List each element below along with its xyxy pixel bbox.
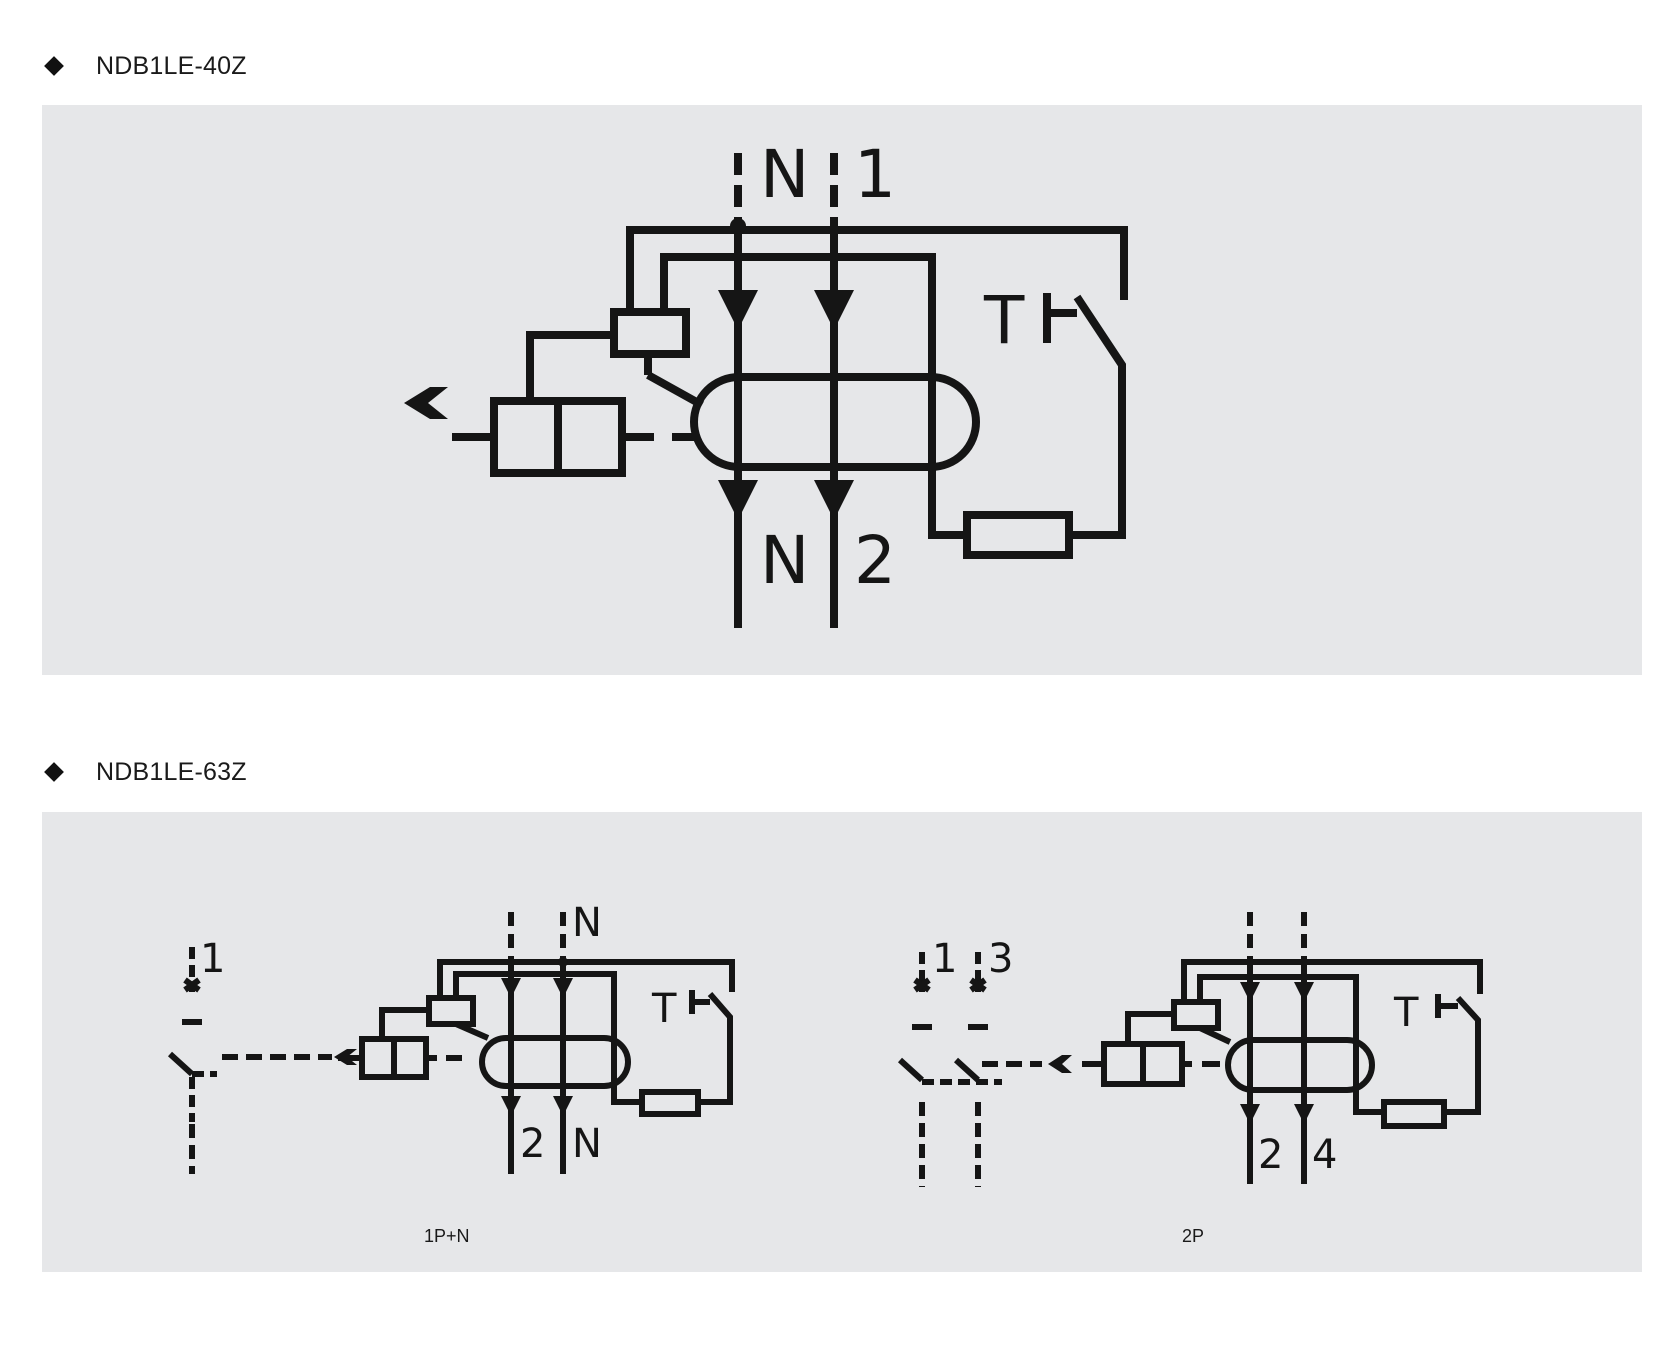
outer-frame bbox=[626, 226, 1128, 312]
label-bottom-2: 2 bbox=[854, 522, 896, 599]
test-circuit bbox=[1069, 294, 1126, 539]
label-breaker-1: 1 bbox=[932, 936, 957, 982]
diagram-1p-n: 1 N 2 N T bbox=[167, 900, 735, 1174]
label-bottom-4: 4 bbox=[1312, 1132, 1337, 1178]
label-test: T bbox=[1393, 990, 1419, 1036]
wiring-diagram-40z: N 1 N 2 T bbox=[404, 136, 1128, 628]
transformer-icon bbox=[690, 373, 980, 471]
trip-arrow-icon bbox=[404, 387, 448, 419]
diagram-panel-40z: N 1 N 2 T bbox=[42, 105, 1642, 675]
bullet-diamond-icon bbox=[44, 56, 64, 76]
wiring-diagrams-63z: 1 N 2 N T bbox=[167, 900, 1483, 1187]
label-test: T bbox=[983, 282, 1025, 359]
section-title-40z: NDB1LE-40Z bbox=[96, 52, 247, 80]
section-heading-40z bbox=[40, 46, 64, 86]
caption-1p-n: 1P+N bbox=[424, 1226, 470, 1246]
trip-relay-box bbox=[610, 308, 690, 358]
relay-lead bbox=[526, 331, 614, 401]
label-top-n: N bbox=[760, 136, 809, 213]
section-heading-63z bbox=[40, 752, 64, 792]
label-test: T bbox=[651, 986, 677, 1032]
flow-arrows bbox=[404, 218, 854, 520]
bullet-diamond-icon bbox=[44, 762, 64, 782]
label-bottom-2: 2 bbox=[1258, 1132, 1283, 1178]
label-top-n: N bbox=[572, 900, 602, 946]
section-title-63z: NDB1LE-63Z bbox=[96, 758, 247, 786]
inner-frame bbox=[660, 253, 967, 539]
caption-2p: 2P bbox=[1182, 1226, 1205, 1246]
label-bottom-n: N bbox=[760, 522, 809, 599]
label-top-1: 1 bbox=[854, 136, 896, 213]
resistor-icon bbox=[963, 511, 1073, 559]
label-bottom-2: 2 bbox=[520, 1121, 545, 1167]
label-bottom-n: N bbox=[572, 1121, 602, 1167]
label-breaker-1: 1 bbox=[200, 936, 225, 982]
label-breaker-3: 3 bbox=[988, 936, 1013, 982]
diagram-panel-63z: 1 N 2 N T bbox=[42, 812, 1642, 1272]
sensor-link bbox=[646, 371, 704, 409]
diagram-2p: 1 3 2 4 T bbox=[897, 912, 1483, 1187]
